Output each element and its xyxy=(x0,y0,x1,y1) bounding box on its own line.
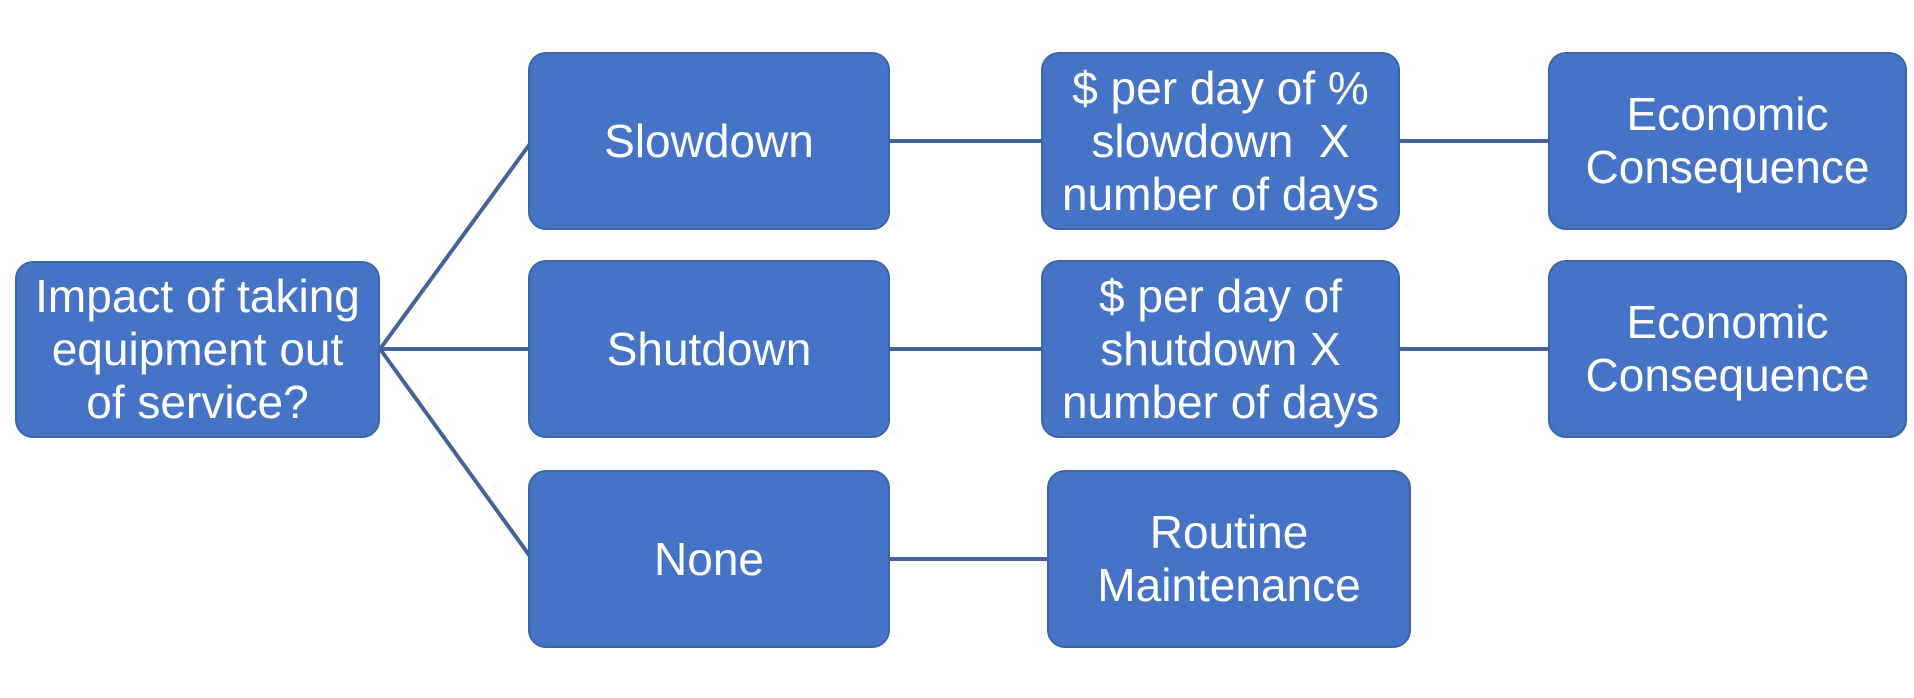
node-label-line: shutdown X xyxy=(1100,322,1341,375)
node-label-line: of service? xyxy=(86,376,309,428)
node-label-line: Routine xyxy=(1149,506,1309,558)
slowdown-node: Slowdown xyxy=(528,52,890,230)
node-label-line: number of days xyxy=(1061,375,1380,428)
node-label-line: slowdown X xyxy=(1091,114,1350,167)
shutdown-node: Shutdown xyxy=(528,260,890,438)
node-label-line: Economic xyxy=(1626,88,1829,140)
node-label-line: $ per day of % xyxy=(1072,61,1369,114)
node-label-line: Consequence xyxy=(1585,349,1870,401)
node-label-line: $ per day of xyxy=(1099,269,1342,322)
edge-decision-none xyxy=(378,347,534,561)
node-label-line: equipment out xyxy=(51,323,344,375)
node-label-line: None xyxy=(654,532,764,585)
edge-decision-slowdown xyxy=(378,139,534,351)
node-label-line: Maintenance xyxy=(1097,559,1361,611)
node-label-line: Slowdown xyxy=(604,114,814,167)
node-label-line: Impact of taking xyxy=(35,270,360,322)
node-label-line: Consequence xyxy=(1585,141,1870,193)
routine-maintenance-node: Routine Maintenance xyxy=(1047,470,1411,648)
economic-consequence-slowdown-node: Economic Consequence xyxy=(1548,52,1907,230)
node-label-line: number of days xyxy=(1061,167,1380,220)
node-label-line: Shutdown xyxy=(606,322,812,375)
node-label-line: Economic xyxy=(1626,296,1829,348)
shutdown-cost-node: $ per day of shutdown X number of days xyxy=(1041,260,1400,438)
economic-consequence-shutdown-node: Economic Consequence xyxy=(1548,260,1907,438)
decision-node: Impact of taking equipment out of servic… xyxy=(15,261,380,438)
none-node: None xyxy=(528,470,890,648)
slowdown-cost-node: $ per day of % slowdown X number of days xyxy=(1041,52,1400,230)
